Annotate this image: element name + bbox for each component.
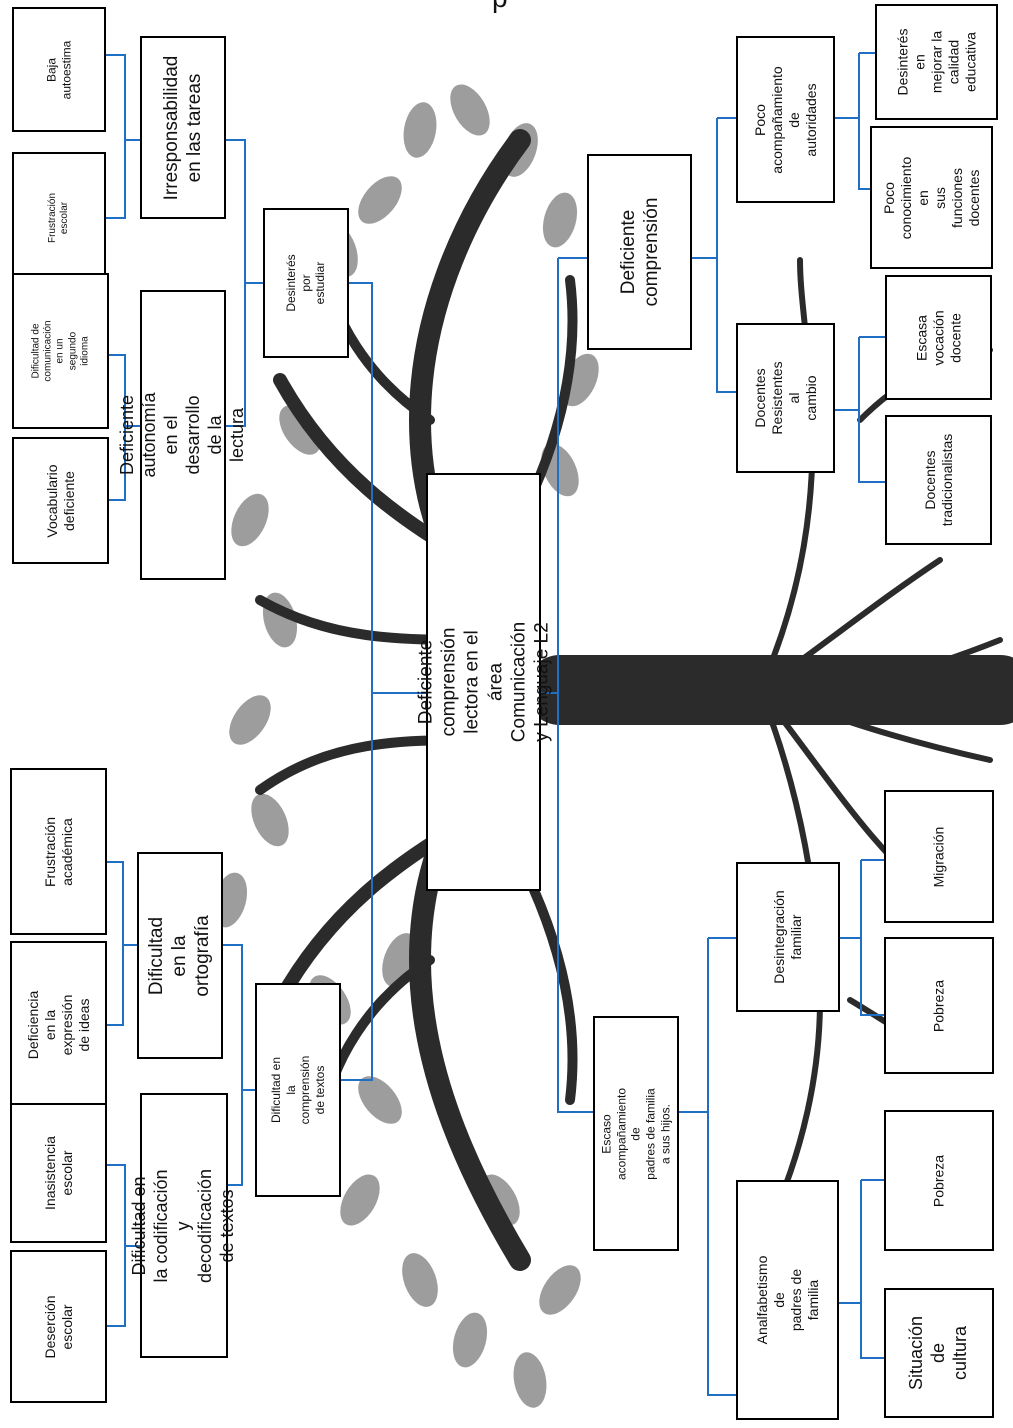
cause-label: Desinterés en mejorar la calidad educati… [893, 28, 979, 96]
cause-box-poco-conocimiento: Poco conocimiento en sus funciones docen… [870, 126, 993, 269]
cause-box-pobreza-2: Pobreza [884, 1110, 994, 1251]
central-problem-box: Deficiente comprensión lectora en el áre… [415, 473, 552, 891]
effect-label: Inasistencia escolar [41, 1136, 75, 1210]
effect-label: Dificultad en la ortografía [146, 914, 214, 997]
cause-label: Poco acompañamiento de autoridades [751, 65, 819, 174]
cause-label: Pobreza [930, 1154, 947, 1207]
effect-label: Frustración académica [41, 816, 75, 887]
cause-label: Deficiente comprensión [617, 197, 662, 307]
cause-box-migracion: Migración [884, 790, 994, 923]
cause-box-analfabetismo: Analfabetismo de padres de familia [736, 1180, 839, 1420]
effect-box-dificultad-codificacion: Dificultad en la codificación y decodifi… [129, 1093, 237, 1358]
effect-label: Desinterés por estudiar [284, 254, 328, 312]
effect-box-dificultad-comprension-textos: Dificultad en la comprensión de textos [255, 983, 341, 1197]
effect-label: Baja autoestima [44, 40, 73, 99]
effect-label: Dificultad de comunicación en un segundo… [30, 320, 90, 382]
cause-label: Docentes tradicionalistas [921, 433, 955, 527]
leaves-group [212, 84, 599, 1408]
cause-label: Pobreza [930, 979, 947, 1032]
effect-label: Vocabulario deficiente [43, 463, 77, 538]
cause-label: Situación de cultura [906, 1315, 970, 1391]
cause-box-situacion-cultura: Situación de cultura [884, 1288, 994, 1418]
effect-box-baja-autoestima: Baja autoestima [12, 7, 106, 132]
effect-label: Dificultad en la comprensión de textos [268, 1055, 327, 1125]
effect-label: Deserción escolar [41, 1294, 75, 1359]
cause-box-desinteres-calidad: Desinterés en mejorar la calidad educati… [875, 4, 998, 120]
cause-box-docentes-tradicionalistas: Docentes tradicionalistas [885, 415, 992, 545]
cause-box-pobreza-1: Pobreza [884, 937, 994, 1074]
effect-box-vocabulario: Vocabulario deficiente [12, 437, 109, 564]
effect-box-irresponsabilidad: Irresponsabilidad en las tareas [140, 36, 226, 219]
effect-label: Irresponsabilidad en las tareas [160, 55, 205, 200]
effect-box-desinteres-estudiar: Desinterés por estudiar [263, 208, 349, 358]
cause-box-docentes-resistentes: Docentes Resistentes al cambio [736, 323, 835, 473]
cause-label: Migración [930, 826, 947, 887]
effect-label: Dificultad en la codificación y decodifi… [129, 1168, 237, 1283]
effect-label: Frustración escolar [46, 192, 70, 244]
effect-box-dificultad-ortografia: Dificultad en la ortografía [137, 852, 223, 1059]
effect-box-frustracion-escolar: Frustración escolar [12, 152, 106, 284]
effect-label: Deficiente autonomía en el desarrollo de… [117, 392, 247, 478]
effect-label: Deficiencia en la expresión de ideas [24, 990, 92, 1060]
cause-box-poco-acompanamiento: Poco acompañamiento de autoridades [736, 36, 835, 203]
effect-box-deficiente-autonomia: Deficiente autonomía en el desarrollo de… [117, 290, 247, 580]
effect-box-inasistencia: Inasistencia escolar [10, 1103, 107, 1243]
cause-label: Analfabetismo de padres de familia [753, 1255, 821, 1345]
cause-box-escaso-acompanamiento: Escaso acompañamiento de padres de famil… [593, 1016, 679, 1251]
effect-box-dificultad-comunicacion: Dificultad de comunicación en un segundo… [12, 273, 109, 429]
central-problem-label: Deficiente comprensión lectora en el áre… [414, 621, 552, 743]
page-title-fragment: p [492, 0, 508, 14]
cause-box-desintegracion: Desintegración familiar [736, 862, 840, 1012]
effect-box-desercion: Deserción escolar [10, 1250, 107, 1403]
cause-box-escasa-vocacion: Escasa vocación docente [885, 275, 992, 400]
cause-label: Escasa vocación docente [912, 309, 964, 366]
cause-label: Poco conocimiento en sus funciones docen… [880, 156, 982, 239]
effect-box-frustracion-academica: Frustración académica [10, 768, 107, 935]
cause-label: Escaso acompañamiento de padres de famil… [599, 1087, 672, 1180]
effect-box-deficiencia-expresion: Deficiencia en la expresión de ideas [10, 941, 107, 1109]
cause-label: Desintegración familiar [770, 890, 804, 984]
cause-label: Docentes Resistentes al cambio [751, 361, 819, 435]
cause-box-deficiente-comprension: Deficiente comprensión [587, 154, 692, 350]
